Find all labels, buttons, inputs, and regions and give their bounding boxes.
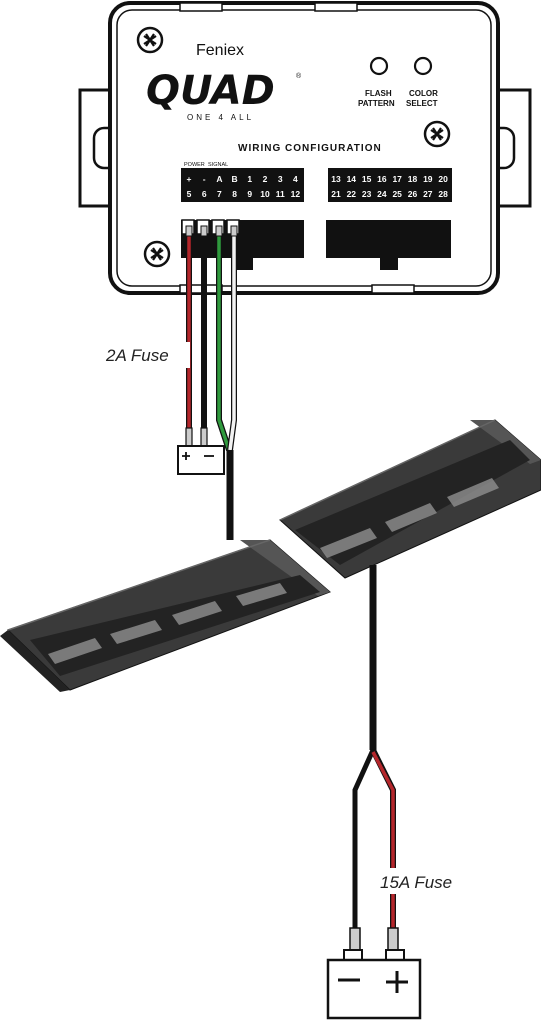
pin-label: 14 [347,174,357,184]
pin-label: 16 [377,174,387,184]
battery-icon [326,927,422,1020]
pin-label: 3 [278,174,283,184]
screw-icon [143,240,171,268]
wire-black [352,748,376,930]
pin-label: 6 [202,189,207,199]
flash-pattern-button[interactable] [369,56,389,76]
flash-pattern-label-2: PATTERN [358,99,395,108]
wire-white [228,232,236,451]
color-select-button[interactable] [413,56,433,76]
pin-label: - [203,174,206,184]
registered-mark: ® [296,72,302,80]
screw-icon [136,26,164,54]
pin-label: 5 [187,189,192,199]
battery-icon [177,427,225,475]
pin-label: 15 [362,174,372,184]
connector-right [326,220,451,258]
pin-label: 10 [260,189,270,199]
power-label: POWER [184,162,205,168]
pin-label: B [232,174,238,184]
light-bar-icon [0,539,331,692]
pin-label: A [216,174,222,184]
signal-label: SIGNAL [208,162,228,168]
pin-label: 1 [247,174,252,184]
pin-label: 20 [438,174,448,184]
flash-pattern-label-1: FLASH [365,89,392,98]
pin-block-left [181,168,304,202]
pin-label: 12 [291,189,301,199]
light-bar-icon [279,419,541,579]
pin-label: 4 [293,174,298,184]
wire-green [217,232,231,451]
pin-label: + [187,174,192,184]
pin-label: 13 [331,174,341,184]
color-select-label-2: SELECT [406,99,438,108]
pin-label: 8 [232,189,237,199]
screw-icon [423,120,451,148]
product-name: QUAD [146,68,275,114]
pin-block-right [328,168,452,202]
module-wires [185,225,238,540]
pin-label: 17 [392,174,402,184]
pin-label: 21 [331,189,341,199]
pin-label: 9 [247,189,252,199]
pin-label: 2 [263,174,268,184]
pin-label: 23 [362,189,372,199]
pin-label: 27 [423,189,433,199]
fuse-label-15a: 15A Fuse [380,873,452,892]
brand-name: Feniex [196,42,244,59]
pin-label: 24 [377,189,387,199]
pin-label: 11 [276,189,285,199]
wiring-config-title: WIRING CONFIGURATION [238,143,382,154]
fuse-label-2a: 2A Fuse [105,346,169,365]
product-tagline: ONE 4 ALL [187,113,254,122]
pin-label: 22 [347,189,357,199]
pin-label: 25 [392,189,402,199]
pin-label: 7 [217,189,222,199]
pin-label: 26 [408,189,418,199]
pin-label: 18 [408,174,418,184]
pin-label: 28 [438,189,448,199]
color-select-label-1: COLOR [409,89,438,98]
pin-label: 19 [423,174,433,184]
